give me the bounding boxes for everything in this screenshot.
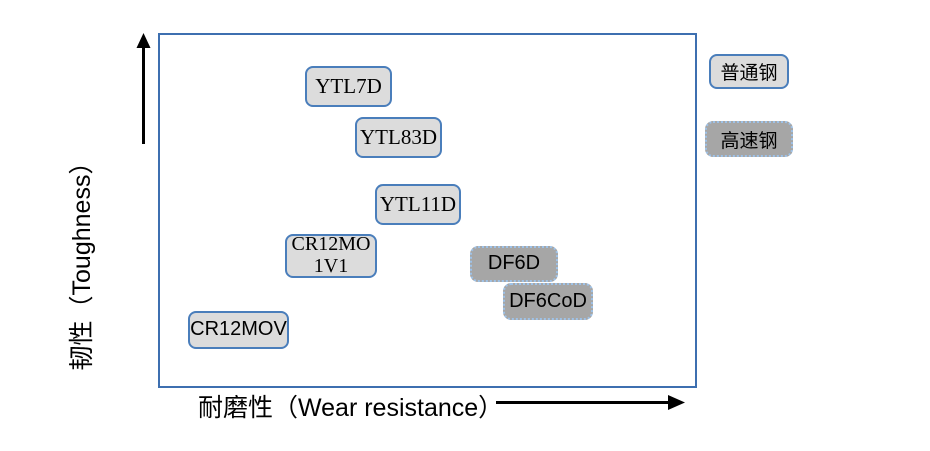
legend-item-label: 高速钢 (720, 130, 778, 152)
y-axis-arrow-icon (132, 30, 156, 146)
legend-item-gaosu-gang[interactable]: 高速钢 (705, 121, 793, 157)
y-axis-title: 韧性（Toughness） (68, 149, 96, 371)
legend-item-putong-gang[interactable]: 普通钢 (709, 54, 789, 89)
data-node-df6cod[interactable]: DF6CoD (503, 283, 593, 320)
data-node-df6d[interactable]: DF6D (470, 246, 558, 282)
data-node-label: YTL11D (379, 192, 457, 217)
legend-item-label: 普通钢 (720, 63, 778, 84)
data-node-ytl83d[interactable]: YTL83D (355, 117, 442, 158)
data-node-label: CR12MOV (190, 318, 287, 341)
data-node-label: DF6CoD (509, 289, 587, 312)
data-node-label: DF6D (487, 252, 541, 275)
data-node-label: YTL7D (315, 74, 382, 99)
data-node-label: CR12MO 1V1 (291, 233, 371, 277)
x-axis-arrow-icon (496, 390, 688, 416)
x-axis-title: 耐磨性（Wear resistance） (198, 394, 504, 422)
data-node-ytl11d[interactable]: YTL11D (375, 184, 461, 225)
data-node-label: YTL83D (360, 125, 437, 150)
data-node-cr12mov[interactable]: CR12MOV (188, 311, 289, 349)
data-node-ytl7d[interactable]: YTL7D (305, 66, 392, 107)
data-node-cr12mo1v1[interactable]: CR12MO 1V1 (285, 234, 377, 278)
